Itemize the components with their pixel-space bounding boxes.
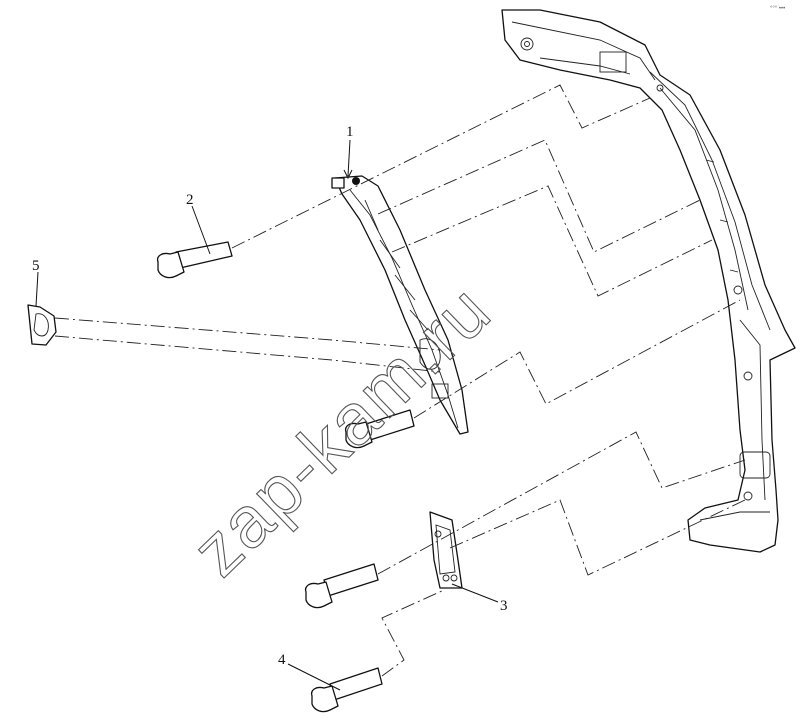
callout-leaders	[35, 139, 499, 691]
fastener-bolt-lower	[304, 563, 379, 609]
corner-mark: °°° •••	[770, 6, 785, 12]
pillar-trim-panel	[331, 175, 469, 435]
callout-5: 5	[32, 258, 40, 274]
watermark: zap-kam.ru	[178, 270, 507, 592]
fastener-bolt-4	[310, 667, 383, 713]
callout-3: 3	[500, 598, 508, 614]
callout-1: 1	[346, 124, 354, 140]
fastener-bolt-mid	[344, 409, 415, 449]
body-pillar-panel	[501, 9, 796, 553]
trim-cap	[27, 304, 57, 346]
callout-2: 2	[186, 192, 194, 208]
fastener-bolt-2	[156, 241, 233, 279]
callout-4: 4	[278, 652, 286, 668]
assembly-lines	[54, 84, 746, 677]
lower-trim-piece	[429, 511, 463, 589]
